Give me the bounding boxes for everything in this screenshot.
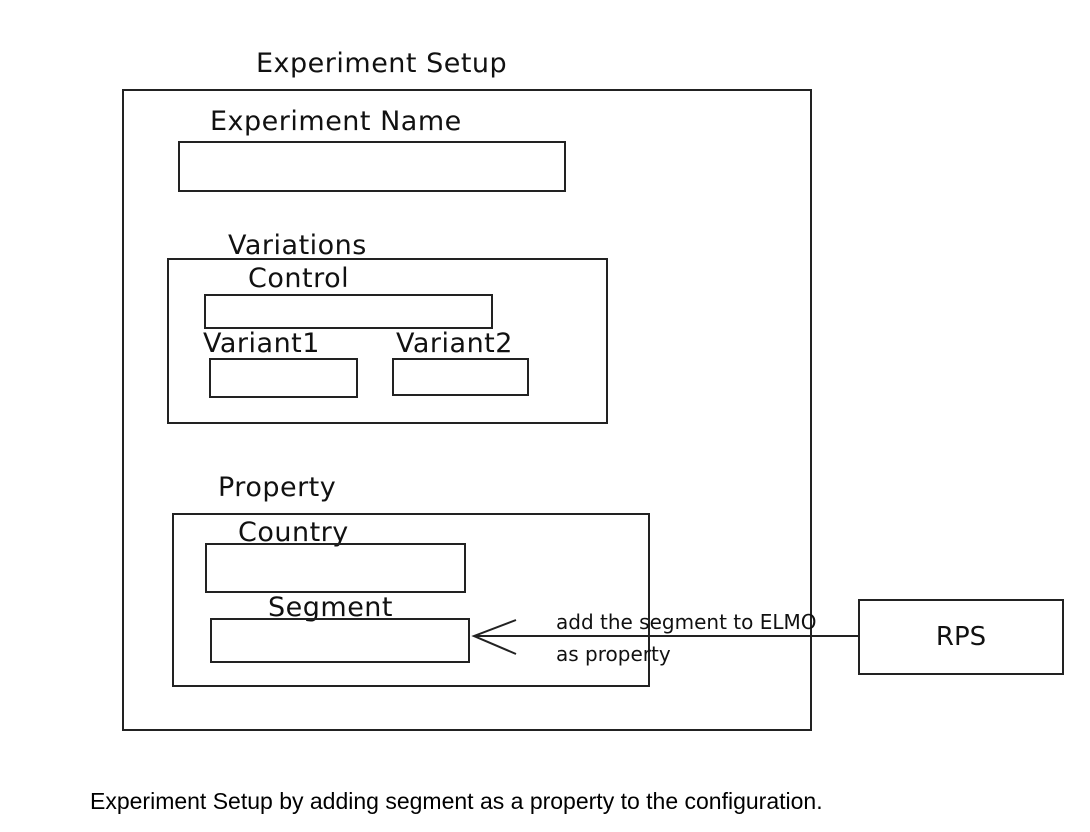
variant2-label: Variant2 — [396, 328, 513, 359]
property-group — [172, 513, 650, 687]
variations-label: Variations — [228, 230, 367, 261]
experiment-setup-panel — [122, 89, 812, 731]
control-label: Control — [248, 263, 350, 294]
segment-input[interactable] — [210, 618, 470, 663]
variant1-input[interactable] — [209, 358, 358, 398]
arrow-annotation-line2: as property — [556, 642, 671, 666]
country-label: Country — [238, 517, 349, 548]
variant2-input[interactable] — [392, 358, 529, 396]
variations-group — [167, 258, 608, 424]
rps-box — [858, 599, 1064, 675]
experiment-setup-title: Experiment Setup — [256, 48, 508, 79]
control-input[interactable] — [204, 294, 493, 329]
variant1-label: Variant1 — [203, 328, 320, 359]
arrow-head — [471, 619, 517, 655]
segment-label: Segment — [268, 592, 393, 623]
experiment-name-label: Experiment Name — [210, 106, 462, 137]
arrow-annotation-line1: add the segment to ELMO — [556, 610, 817, 634]
rps-label: RPS — [935, 622, 987, 652]
property-label: Property — [218, 472, 337, 503]
figure-caption: Experiment Setup by adding segment as a … — [90, 788, 823, 814]
country-input[interactable] — [205, 543, 466, 593]
experiment-name-input[interactable] — [178, 141, 566, 192]
